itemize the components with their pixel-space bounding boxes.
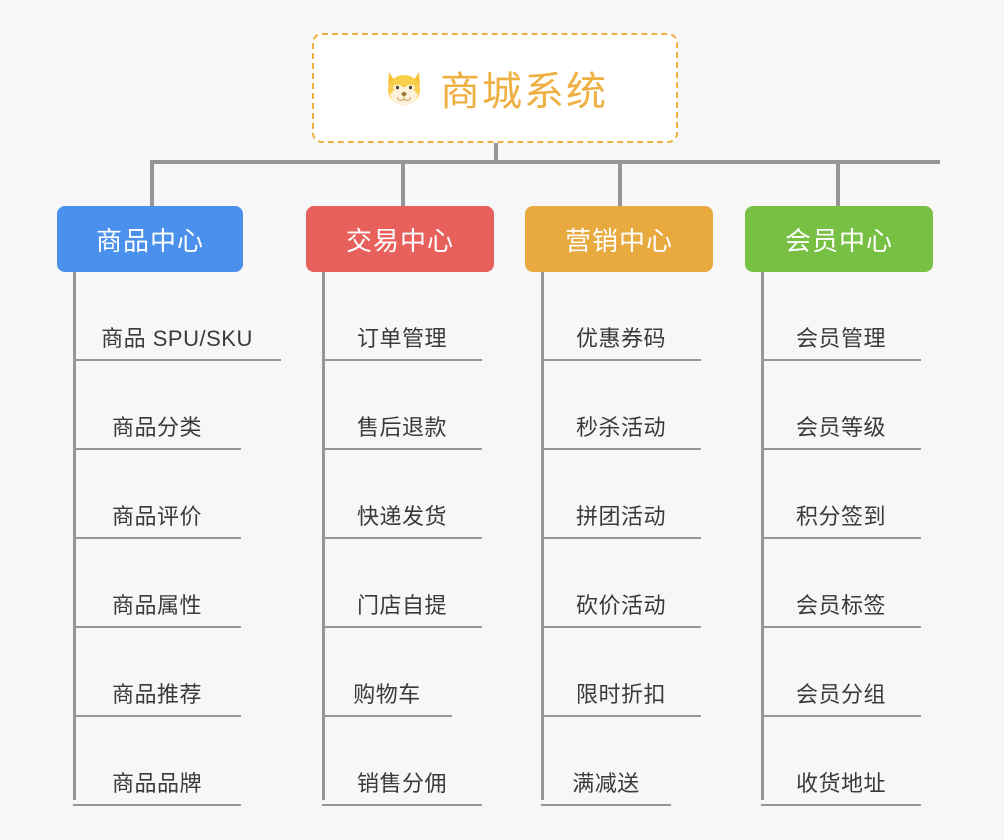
branch-column-2: 交易中心 订单管理 售后退款 快递发货 门店自提 购物车 销售分佣 <box>306 206 494 806</box>
leaf-item[interactable]: 拼团活动 <box>541 450 701 539</box>
leaf-item[interactable]: 优惠券码 <box>541 272 701 361</box>
leaf-label: 订单管理 <box>356 326 447 351</box>
leaf-item[interactable]: 收货地址 <box>761 717 921 806</box>
connector-drop-4 <box>836 160 840 206</box>
leaf-label: 商品推荐 <box>111 682 202 707</box>
branch-trunk-3 <box>541 272 544 800</box>
category-label-1: 商品中心 <box>95 225 204 256</box>
leaf-label: 收货地址 <box>795 771 886 796</box>
leaf-label: 购物车 <box>353 682 421 707</box>
leaf-item[interactable]: 商品评价 <box>73 450 241 539</box>
leaf-item[interactable]: 售后退款 <box>322 361 482 450</box>
category-node-4[interactable]: 会员中心 <box>745 206 933 272</box>
leaf-label: 快递发货 <box>356 504 447 529</box>
leaf-label: 售后退款 <box>356 415 447 440</box>
category-label-3: 营销中心 <box>564 225 673 256</box>
leaf-item[interactable]: 会员标签 <box>761 539 921 628</box>
branch-column-3: 营销中心 优惠券码 秒杀活动 拼团活动 砍价活动 限时折扣 满减送 <box>525 206 713 806</box>
category-label-4: 会员中心 <box>784 225 893 256</box>
leaf-item[interactable]: 商品分类 <box>73 361 241 450</box>
branch-trunk-1 <box>73 272 76 800</box>
leaf-label: 限时折扣 <box>575 682 666 707</box>
leaf-label: 销售分佣 <box>356 771 447 796</box>
branch-trunk-2 <box>322 272 325 800</box>
shiba-dog-emoji-icon <box>382 66 426 110</box>
leaf-label: 商品 SPU/SKU <box>101 326 253 351</box>
category-label-2: 交易中心 <box>345 225 454 256</box>
connector-bus <box>150 160 940 164</box>
category-node-1[interactable]: 商品中心 <box>57 206 243 272</box>
leaf-item[interactable]: 快递发货 <box>322 450 482 539</box>
leaf-list-2: 订单管理 售后退款 快递发货 门店自提 购物车 销售分佣 <box>322 272 482 806</box>
leaf-item[interactable]: 商品 SPU/SKU <box>73 272 281 361</box>
leaf-item[interactable]: 会员分组 <box>761 628 921 717</box>
leaf-label: 商品品牌 <box>111 771 202 796</box>
leaf-item[interactable]: 满减送 <box>541 717 671 806</box>
connector-drop-1 <box>150 160 154 206</box>
branch-column-4: 会员中心 会员管理 会员等级 积分签到 会员标签 会员分组 收货地址 <box>745 206 933 806</box>
connector-root-stem <box>494 143 498 164</box>
leaf-item[interactable]: 秒杀活动 <box>541 361 701 450</box>
leaf-label: 商品评价 <box>111 504 202 529</box>
leaf-label: 会员分组 <box>795 682 886 707</box>
leaf-list-4: 会员管理 会员等级 积分签到 会员标签 会员分组 收货地址 <box>761 272 921 806</box>
leaf-item[interactable]: 限时折扣 <box>541 628 701 717</box>
connector-drop-2 <box>401 160 405 206</box>
category-node-2[interactable]: 交易中心 <box>306 206 494 272</box>
leaf-label: 会员标签 <box>795 593 886 618</box>
leaf-item[interactable]: 砍价活动 <box>541 539 701 628</box>
leaf-label: 积分签到 <box>795 504 886 529</box>
leaf-item[interactable]: 积分签到 <box>761 450 921 539</box>
leaf-list-3: 优惠券码 秒杀活动 拼团活动 砍价活动 限时折扣 满减送 <box>541 272 701 806</box>
root-title: 商城系统 <box>440 70 608 114</box>
branch-column-1: 商品中心 商品 SPU/SKU 商品分类 商品评价 商品属性 商品推荐 商品品牌 <box>57 206 281 806</box>
leaf-label: 门店自提 <box>356 593 447 618</box>
leaf-label: 秒杀活动 <box>575 415 666 440</box>
leaf-item[interactable]: 商品推荐 <box>73 628 241 717</box>
leaf-label: 商品分类 <box>111 415 202 440</box>
leaf-label: 会员等级 <box>795 415 886 440</box>
leaf-list-1: 商品 SPU/SKU 商品分类 商品评价 商品属性 商品推荐 商品品牌 <box>73 272 281 806</box>
root-node[interactable]: 商城系统 <box>312 33 678 143</box>
leaf-label: 拼团活动 <box>575 504 666 529</box>
leaf-label: 砍价活动 <box>575 593 666 618</box>
leaf-label: 商品属性 <box>111 593 202 618</box>
connector-drop-3 <box>618 160 622 206</box>
branch-trunk-4 <box>761 272 764 800</box>
leaf-item[interactable]: 销售分佣 <box>322 717 482 806</box>
leaf-item[interactable]: 商品品牌 <box>73 717 241 806</box>
leaf-item[interactable]: 会员等级 <box>761 361 921 450</box>
category-node-3[interactable]: 营销中心 <box>525 206 713 272</box>
leaf-item[interactable]: 订单管理 <box>322 272 482 361</box>
leaf-label: 优惠券码 <box>575 326 666 351</box>
leaf-item[interactable]: 商品属性 <box>73 539 241 628</box>
leaf-item[interactable]: 门店自提 <box>322 539 482 628</box>
leaf-label: 满减送 <box>572 771 640 796</box>
leaf-item[interactable]: 会员管理 <box>761 272 921 361</box>
leaf-label: 会员管理 <box>795 326 886 351</box>
leaf-item[interactable]: 购物车 <box>322 628 452 717</box>
